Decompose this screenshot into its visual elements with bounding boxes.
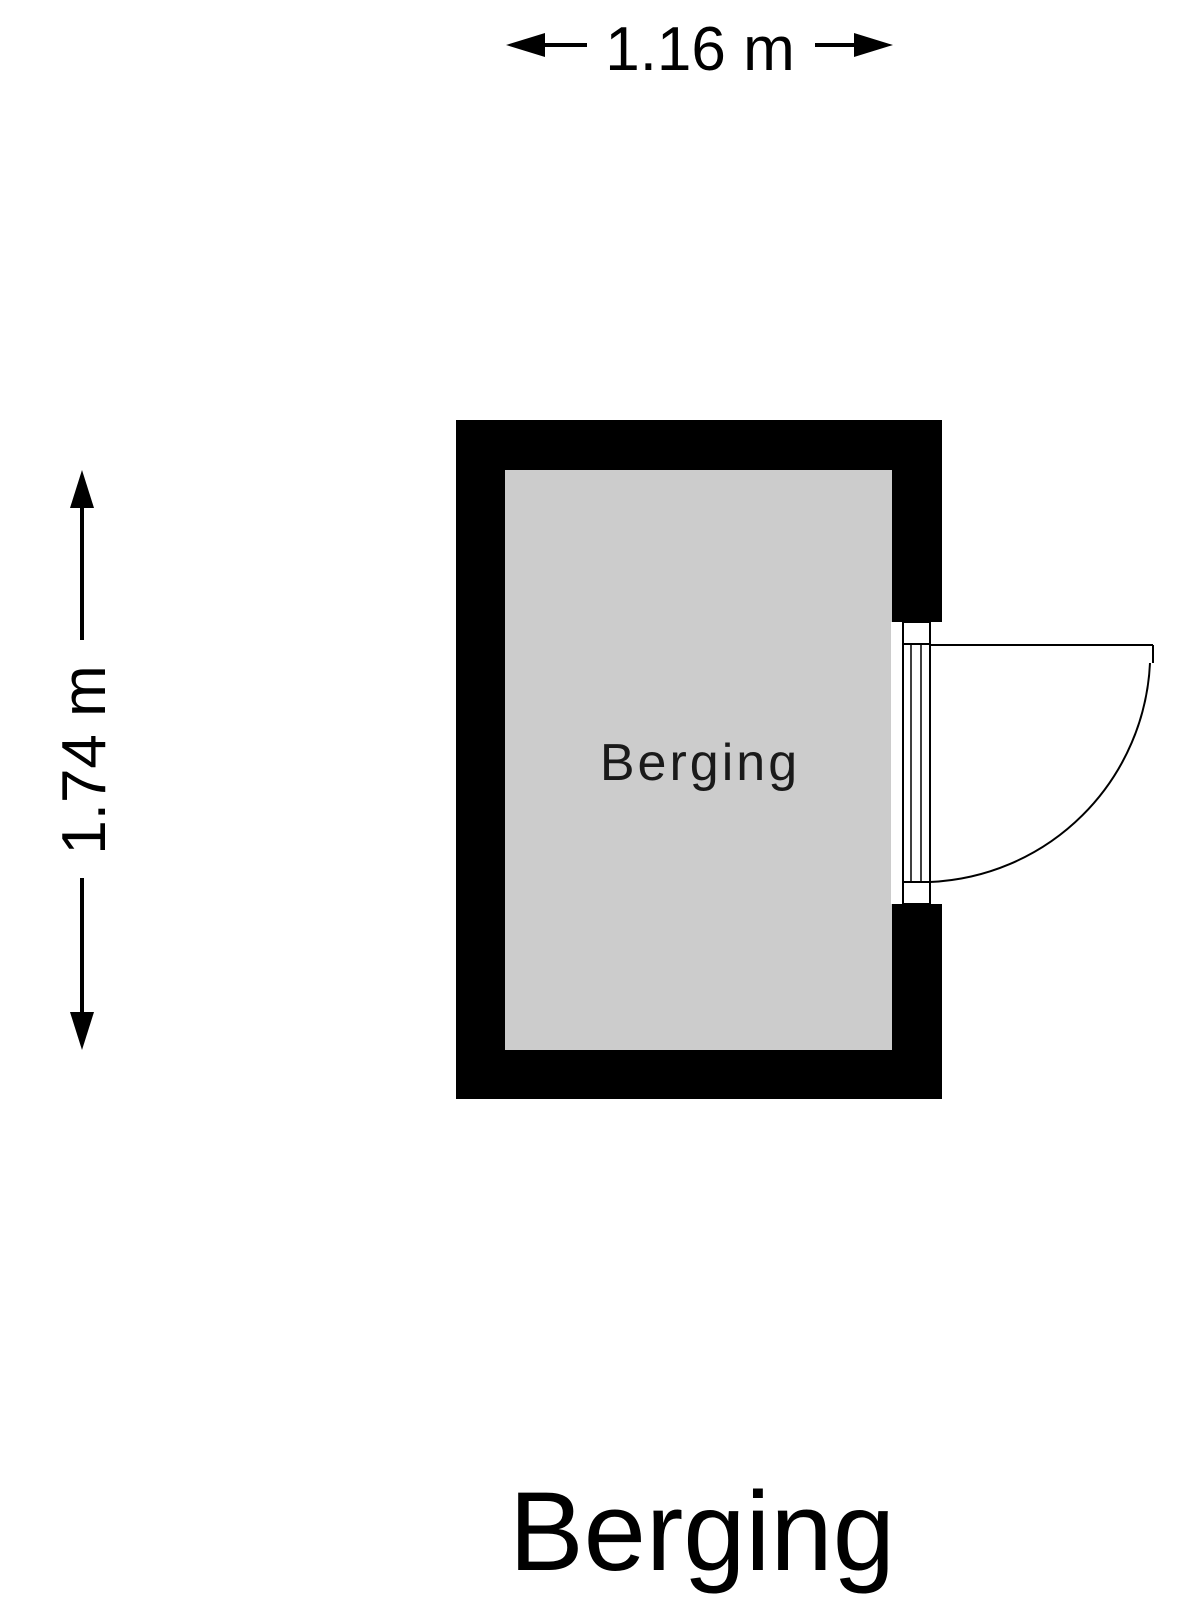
height-arrow-down-icon [70,1012,94,1050]
width-dimension-label: 1.16 m [605,15,795,84]
door-swing-arc [929,662,1151,883]
room-floor [505,470,892,1050]
door [902,621,1154,905]
height-arrow-up-icon [70,470,94,508]
width-arrow-right-icon [854,33,893,57]
room-label: Berging [600,734,800,792]
width-dimension: 1.16 m [506,15,893,84]
height-dimension-label: 1.74 m [50,665,119,855]
door-jamb-top [902,621,931,645]
height-dimension: 1.74 m [50,470,119,1050]
floorplan-title: Berging [509,1469,895,1594]
door-jamb-bottom [902,881,931,905]
door-opening [891,622,943,904]
width-arrow-left-icon [506,33,545,57]
room-walls [456,420,943,1099]
